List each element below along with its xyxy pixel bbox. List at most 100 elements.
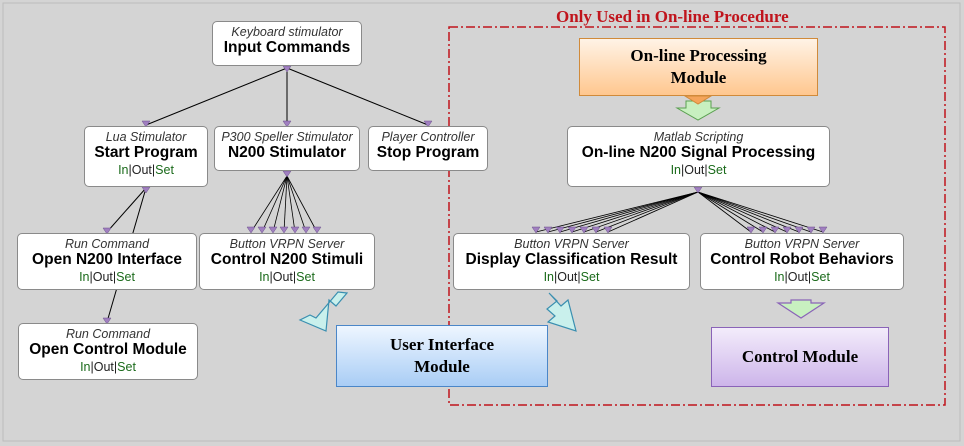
port-marker — [141, 120, 151, 128]
node-display-classification[interactable]: Button VRPN Server Display Classificatio… — [453, 233, 690, 290]
connector-line — [261, 175, 288, 233]
node-type-label: Run Command — [65, 327, 151, 341]
port-in[interactable]: In — [259, 270, 270, 284]
node-title: Display Classification Result — [465, 251, 678, 268]
port-marker — [102, 227, 112, 235]
node-title: Open Control Module — [29, 341, 187, 358]
node-online-n200-processing[interactable]: Matlab Scripting On-line N200 Signal Pro… — [567, 126, 830, 187]
port-marker — [567, 226, 577, 234]
edge-input-to-start — [145, 67, 288, 126]
connector-line — [571, 191, 699, 233]
node-control-n200-stimuli[interactable]: Button VRPN Server Control N200 Stimuli … — [199, 233, 375, 290]
control-module: Control Module — [711, 327, 889, 387]
port-marker — [746, 226, 756, 234]
port-out[interactable]: Out — [787, 270, 808, 284]
node-start-program[interactable]: Lua Stimulator Start Program In|Out|Set — [84, 126, 208, 187]
node-type-label: Button VRPN Server — [514, 237, 629, 251]
arrow-robot-to-control — [775, 299, 827, 319]
connector-line — [283, 175, 288, 233]
node-type-label: Keyboard stimulator — [231, 25, 343, 39]
port-marker — [279, 226, 289, 234]
connector-line — [607, 191, 699, 233]
port-in[interactable]: In — [670, 163, 681, 177]
port-marker — [290, 226, 300, 234]
node-title: Stop Program — [376, 144, 480, 161]
port-out[interactable]: Out — [93, 360, 114, 374]
node-n200-stimulator[interactable]: P300 Speller Stimulator N200 Stimulator — [214, 126, 360, 171]
arrow-control-n200-to-ui — [298, 291, 349, 332]
connector-line — [272, 175, 288, 233]
connector-line — [697, 191, 812, 233]
port-marker — [301, 226, 311, 234]
port-marker — [782, 226, 792, 234]
node-type-label: Player Controller — [381, 130, 475, 144]
node-ports: In|Out|Set — [118, 163, 174, 177]
connector-line — [697, 191, 824, 233]
port-in[interactable]: In — [79, 270, 90, 284]
port-marker — [312, 226, 322, 234]
node-open-n200-interface[interactable]: Run Command Open N200 Interface In|Out|S… — [17, 233, 197, 290]
port-marker-group — [102, 65, 828, 325]
connector-fan-n200 — [250, 175, 318, 233]
arrow-online-to-processing — [675, 100, 721, 121]
node-ports: In|Out|Set — [79, 270, 135, 284]
node-title: Input Commands — [223, 39, 351, 56]
port-set[interactable]: Set — [155, 163, 174, 177]
connector-fan-online — [535, 191, 824, 233]
port-marker — [758, 226, 768, 234]
connector-line — [250, 175, 288, 233]
node-ports: In|Out|Set — [670, 163, 727, 177]
port-in[interactable]: In — [80, 360, 91, 374]
port-set[interactable]: Set — [296, 270, 315, 284]
node-ports: In|Out|Set — [259, 270, 315, 284]
node-type-label: Button VRPN Server — [229, 237, 345, 251]
port-marker — [282, 65, 292, 73]
connector-line — [595, 191, 699, 233]
node-input-commands[interactable]: Keyboard stimulator Input Commands — [212, 21, 362, 66]
port-out[interactable]: Out — [557, 270, 578, 284]
port-out[interactable]: Out — [131, 163, 152, 177]
node-stop-program[interactable]: Player Controller Stop Program — [368, 126, 488, 171]
port-in[interactable]: In — [543, 270, 554, 284]
node-control-robot[interactable]: Button VRPN Server Control Robot Behavio… — [700, 233, 904, 290]
connector-line — [697, 191, 788, 233]
online-region-border — [448, 26, 946, 406]
node-type-label: Button VRPN Server — [744, 237, 860, 251]
port-marker — [794, 226, 804, 234]
node-title: Open N200 Interface — [32, 251, 182, 268]
connector-line — [697, 191, 764, 233]
port-set[interactable]: Set — [116, 270, 135, 284]
connector-line — [286, 175, 307, 233]
port-marker — [603, 226, 613, 234]
port-out[interactable]: Out — [272, 270, 293, 284]
port-marker — [543, 226, 553, 234]
connector-line — [697, 191, 800, 233]
port-out[interactable]: Out — [92, 270, 113, 284]
port-in[interactable]: In — [774, 270, 785, 284]
node-title: Control N200 Stimuli — [210, 251, 364, 268]
port-marker — [102, 317, 112, 325]
node-open-control-module[interactable]: Run Command Open Control Module In|Out|S… — [18, 323, 198, 380]
port-out[interactable]: Out — [684, 163, 705, 177]
connector-line — [697, 191, 776, 233]
node-title: Start Program — [94, 144, 198, 161]
module-label-line2: Module — [670, 68, 727, 87]
port-set[interactable]: Set — [811, 270, 830, 284]
port-marker — [531, 226, 541, 234]
port-marker — [246, 226, 256, 234]
port-set[interactable]: Set — [707, 163, 727, 177]
node-title: On-line N200 Signal Processing — [581, 144, 816, 161]
port-in[interactable]: In — [118, 163, 129, 177]
module-label-line2: Module — [414, 357, 470, 376]
port-set[interactable]: Set — [580, 270, 600, 284]
module-label-line1: Control Module — [741, 347, 859, 366]
port-set[interactable]: Set — [117, 360, 136, 374]
arrow-orange-down — [683, 95, 713, 105]
port-marker — [693, 186, 703, 194]
port-marker — [141, 186, 151, 194]
port-marker — [579, 226, 589, 234]
node-type-label: Matlab Scripting — [653, 130, 744, 144]
module-label-line1: On-line Processing — [630, 46, 767, 65]
port-marker — [818, 226, 828, 234]
